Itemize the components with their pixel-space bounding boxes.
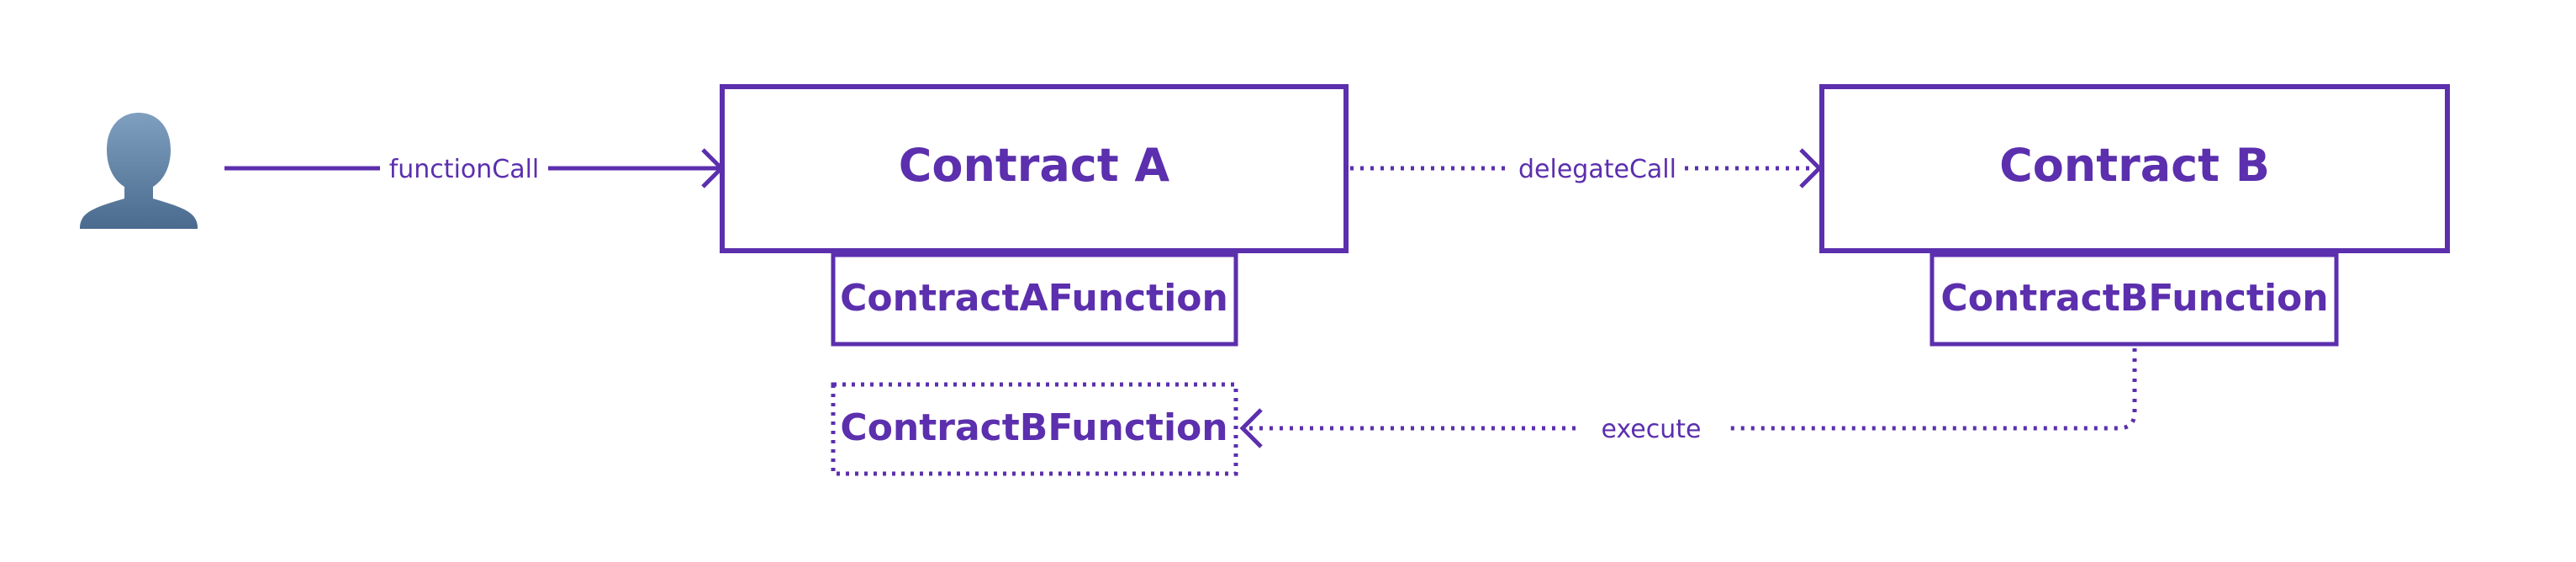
delegate-call-arrow: delegateCall: [1350, 148, 1823, 188]
contract-b-function-node: ContractBFunction: [1929, 252, 2339, 347]
user-silhouette-icon: [80, 113, 198, 229]
contract-b-function-label: ContractBFunction: [1940, 277, 2328, 320]
contract-a-function-node: ContractAFunction: [831, 252, 1238, 347]
contract-a-title: Contract A: [899, 139, 1170, 192]
execute-label: execute: [1602, 415, 1702, 444]
function-call-label: functionCall: [389, 155, 540, 184]
contract-a-node: Contract A: [720, 84, 1349, 253]
contract-b-node: Contract B: [1819, 84, 2450, 253]
executed-contract-b-function-label: ContractBFunction: [840, 406, 1227, 449]
contract-b-title: Contract B: [1999, 139, 2270, 192]
delegate-call-label: delegateCall: [1518, 155, 1676, 184]
function-call-arrow: functionCall: [224, 148, 725, 188]
executed-contract-b-function-node: ContractBFunction: [831, 382, 1238, 476]
contract-a-function-label: ContractAFunction: [840, 277, 1228, 320]
execute-arrow: execute: [1239, 348, 2137, 448]
